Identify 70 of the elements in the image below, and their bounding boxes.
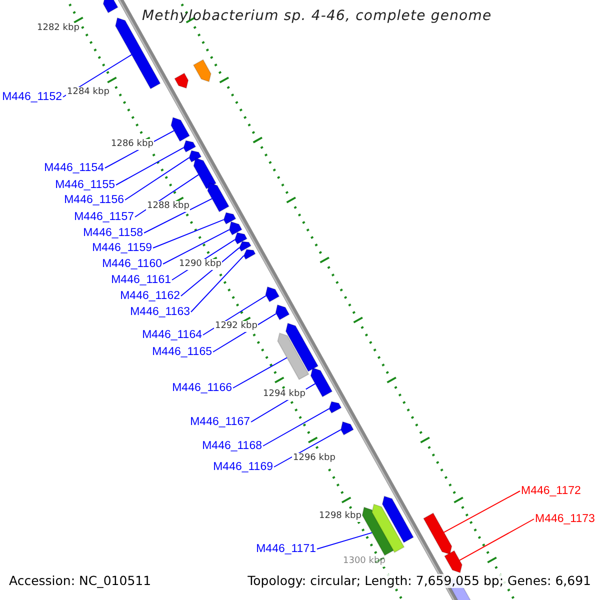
gene-label: M446_1156 bbox=[64, 193, 124, 207]
leader-line bbox=[180, 247, 240, 296]
gene-label: M446_1155 bbox=[55, 178, 115, 192]
gene-label: M446_1158 bbox=[83, 226, 143, 240]
gene-label: M446_1167 bbox=[190, 415, 250, 429]
gene-block bbox=[234, 232, 248, 245]
position-label: 1294 kbp bbox=[262, 389, 306, 400]
gene-block bbox=[265, 286, 280, 302]
gene-block bbox=[102, 0, 118, 14]
position-label: 1286 kbp bbox=[110, 139, 154, 150]
accession-text: Accession: NC_010511 bbox=[9, 574, 152, 588]
position-label: 1290 kbp bbox=[178, 259, 222, 270]
position-label: 1298 kbp bbox=[318, 511, 362, 522]
leader-line bbox=[232, 357, 288, 388]
gene-block bbox=[228, 221, 242, 236]
gene-label: M446_1160 bbox=[102, 257, 162, 271]
gene-block bbox=[328, 401, 342, 414]
gene-block bbox=[371, 504, 405, 554]
gene-block bbox=[223, 212, 236, 225]
gene-block bbox=[382, 496, 414, 544]
gene-block bbox=[277, 332, 310, 380]
leader-line bbox=[124, 157, 190, 200]
gene-label: M446_1172 bbox=[521, 484, 581, 498]
gene-label: M446_1165 bbox=[152, 345, 212, 359]
gene-label: M446_1161 bbox=[111, 273, 171, 287]
gene-block bbox=[444, 550, 463, 574]
gene-block bbox=[340, 421, 354, 436]
position-label: 1284 kbp bbox=[66, 87, 110, 98]
gene-block bbox=[275, 304, 290, 320]
map-title: Methylobacterium sp. 4-46, complete genome bbox=[142, 9, 492, 23]
position-label: 1296 kbp bbox=[292, 453, 336, 464]
gene-label: M446_1152 bbox=[2, 90, 62, 104]
leader-line bbox=[262, 408, 330, 446]
leader-line bbox=[190, 255, 244, 312]
gene-label: M446_1154 bbox=[44, 161, 104, 175]
genome-summary: Topology: circular; Length: 7,659,055 bp; Genes: 6,691 bbox=[248, 574, 591, 588]
gene-label: M446_1173 bbox=[535, 512, 595, 526]
gene-label: M446_1157 bbox=[74, 210, 134, 224]
position-label: 1288 kbp bbox=[146, 201, 190, 212]
position-label: 1292 kbp bbox=[214, 321, 258, 332]
gene-block bbox=[310, 367, 333, 398]
gene-block bbox=[188, 150, 202, 163]
leader-line bbox=[459, 518, 534, 561]
leader-line bbox=[443, 490, 520, 533]
leader-line bbox=[316, 532, 372, 550]
gene-label: M446_1168 bbox=[202, 439, 262, 453]
gene-label: M446_1162 bbox=[120, 289, 180, 303]
position-label: 1282 kbp bbox=[36, 23, 80, 34]
gene-block bbox=[182, 140, 196, 153]
gene-label: M446_1166 bbox=[172, 381, 232, 395]
gene-label: M446_1163 bbox=[130, 305, 190, 319]
leader-line bbox=[274, 429, 342, 468]
gene-block bbox=[174, 72, 189, 89]
gene-block bbox=[207, 182, 230, 212]
leader-line bbox=[116, 147, 184, 186]
gene-block bbox=[243, 248, 256, 260]
gene-block bbox=[192, 59, 212, 82]
leader-line bbox=[162, 229, 230, 264]
leader-line bbox=[152, 219, 224, 248]
gene-label: M446_1159 bbox=[92, 241, 152, 255]
gene-label: M446_1171 bbox=[256, 542, 316, 556]
gene-block bbox=[170, 116, 190, 142]
leader-line bbox=[144, 198, 212, 234]
gene-block bbox=[422, 512, 452, 555]
gene-block bbox=[238, 240, 252, 252]
gene-block bbox=[193, 157, 217, 190]
position-label: 1300 kbp bbox=[342, 556, 386, 567]
gene-label: M446_1164 bbox=[142, 328, 202, 342]
gene-block bbox=[285, 322, 319, 372]
gene-label: M446_1169 bbox=[213, 460, 273, 474]
